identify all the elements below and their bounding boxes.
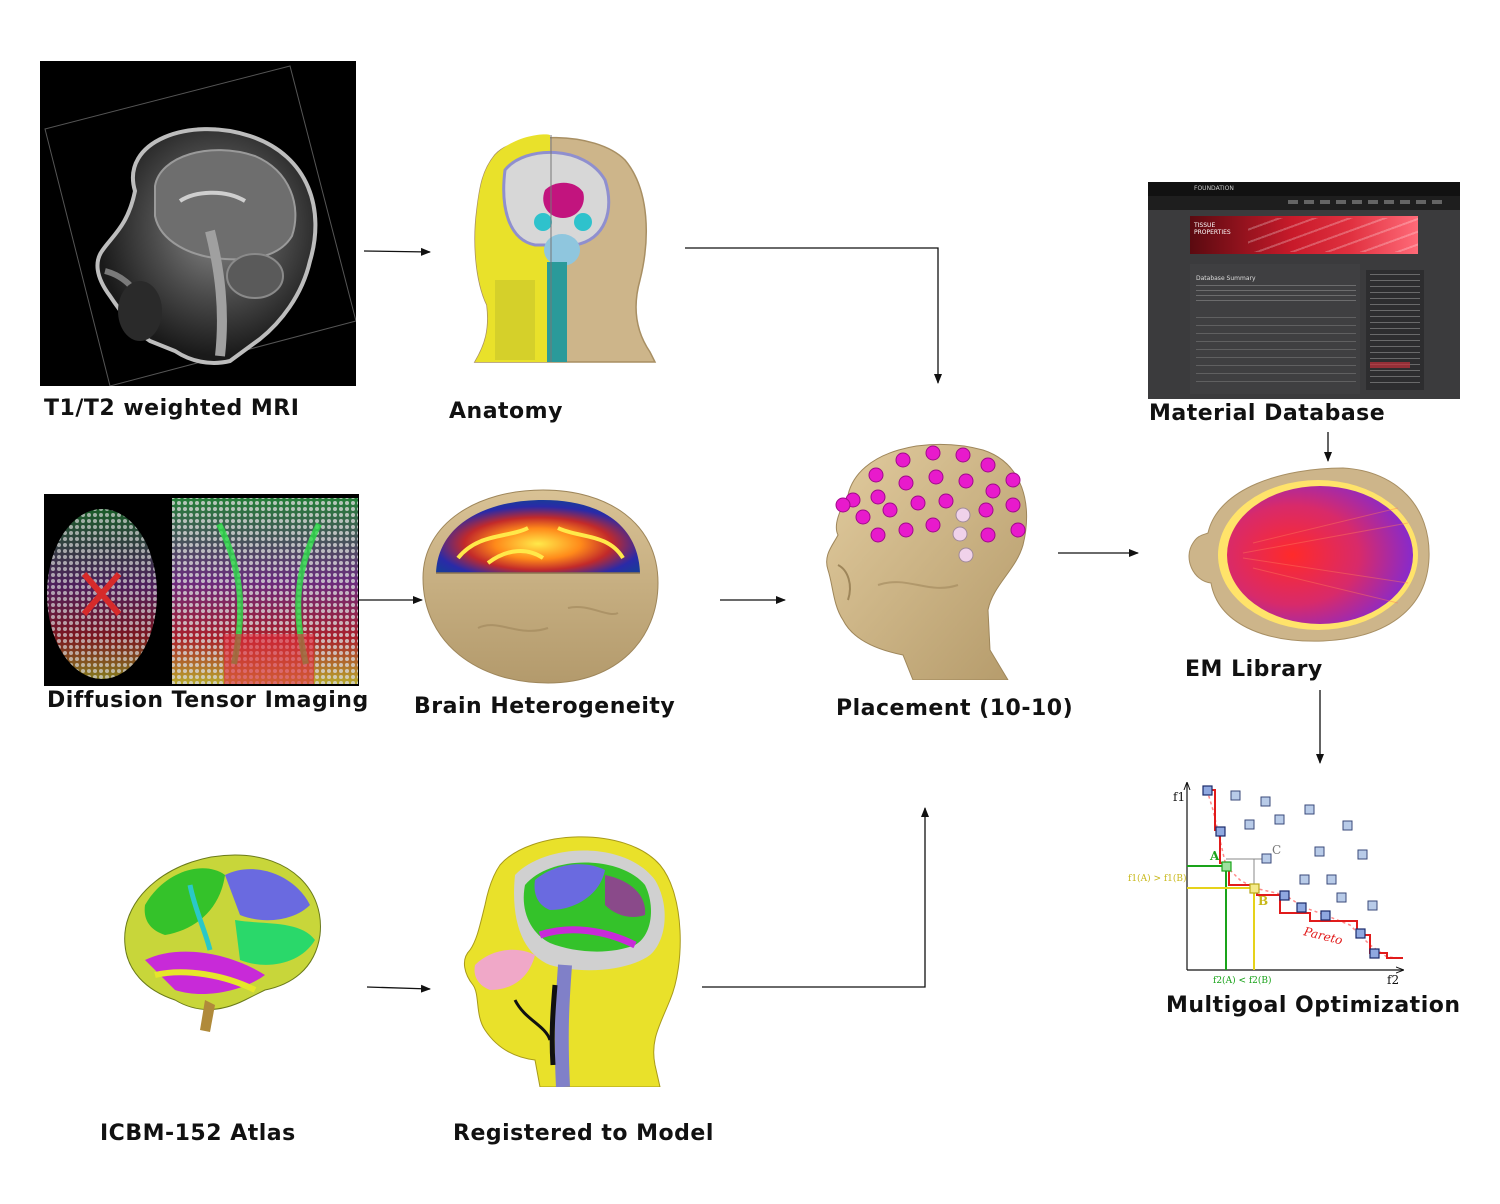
x-axis-label: f2: [1387, 973, 1399, 987]
point-a-label: A: [1209, 849, 1220, 863]
em-library-label: EM Library: [1185, 657, 1323, 682]
mri-label: T1/T2 weighted MRI: [44, 396, 300, 421]
registered-model-label: Registered to Model: [453, 1121, 714, 1146]
em-library-image: [1183, 463, 1431, 643]
icbm-atlas-label: ICBM-152 Atlas: [100, 1121, 296, 1146]
dti-image: [44, 494, 359, 686]
arrow-mri-to-anatomy: [363, 247, 431, 256]
db-header-title: FOUNDATION: [1194, 185, 1234, 192]
brain-heterogeneity-label: Brain Heterogeneity: [414, 694, 676, 719]
arrow-atlas-to-registered: [366, 984, 431, 993]
arrow-registered-to-placement: [702, 807, 929, 988]
arrow-anatomy-to-placement: [685, 247, 942, 384]
y-axis-label: f1: [1173, 790, 1185, 804]
condition-f1: f1(A) > f1(B): [1128, 873, 1187, 884]
anatomy-image: [465, 130, 660, 365]
dti-label: Diffusion Tensor Imaging: [47, 688, 369, 713]
multigoal-plot: f1 f2 A B C: [1125, 775, 1410, 990]
brain-heterogeneity-image: [418, 488, 663, 688]
condition-f2: f2(A) < f2(B): [1213, 975, 1272, 986]
db-banner: TISSUE PROPERTIES: [1194, 222, 1231, 236]
placement-label: Placement (10-10): [836, 696, 1074, 721]
pareto-label: Pareto: [1301, 924, 1344, 947]
placement-image: [818, 435, 1033, 681]
registered-model-image: [455, 825, 690, 1088]
point-c-label: C: [1272, 843, 1281, 857]
icbm-atlas-image: [115, 850, 325, 1035]
point-b-label: B: [1258, 894, 1268, 908]
multigoal-label: Multigoal Optimization: [1166, 993, 1461, 1018]
anatomy-label: Anatomy: [449, 399, 563, 424]
material-database-label: Material Database: [1149, 401, 1386, 426]
db-section-title: Database Summary: [1196, 275, 1256, 282]
material-database-screenshot: FOUNDATION TISSUE PROPERTIES Database Su…: [1148, 182, 1460, 399]
mri-image: [40, 61, 357, 387]
